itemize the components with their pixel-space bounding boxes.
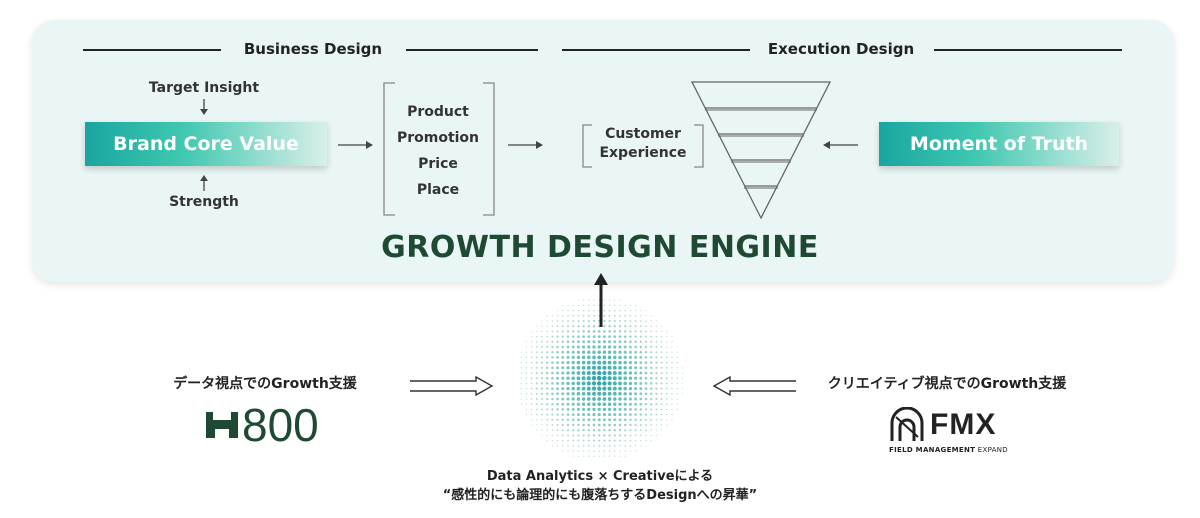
- moment-of-truth-box: Moment of Truth: [879, 122, 1119, 166]
- hollow-arrow-left-icon: [712, 376, 796, 396]
- 800-logo-text: 800: [242, 399, 319, 451]
- brand-core-value-box: Brand Core Value: [85, 122, 327, 166]
- business-design-line-right: [406, 49, 538, 51]
- execution-design-line-left: [562, 49, 750, 51]
- marketing-mix-bracket: [383, 82, 495, 216]
- customer-experience-bracket: [582, 124, 704, 168]
- mix-item-price: Price: [418, 156, 458, 172]
- arrow-up-icon: [200, 175, 208, 191]
- data-support-label: データ視点でのGrowth支援: [173, 376, 357, 392]
- execution-design-line-right: [934, 49, 1122, 51]
- execution-design-title: Execution Design: [767, 40, 915, 58]
- hollow-arrow-right-icon: [410, 376, 494, 396]
- business-design-title: Business Design: [243, 40, 383, 58]
- arrow-left-icon: [823, 141, 858, 149]
- arrow-right-icon: [338, 141, 373, 149]
- fmx-logo-text: FMX: [930, 408, 997, 441]
- mix-item-product: Product: [407, 104, 469, 120]
- customer-experience-line1: Customer: [605, 126, 681, 142]
- arrow-down-icon: [200, 99, 208, 115]
- mix-item-place: Place: [416, 182, 460, 198]
- fmx-sub-light: EXPAND: [975, 446, 1008, 454]
- arrow-up-icon: [594, 273, 608, 327]
- fmx-sub-bold: FIELD MANAGEMENT: [889, 446, 976, 454]
- fmx-logo-subtitle: FIELD MANAGEMENT EXPAND: [889, 446, 1008, 454]
- dot-sphere-graphic: [520, 299, 684, 457]
- 800-logo-icon: [206, 412, 238, 438]
- funnel-icon: [690, 81, 832, 220]
- business-design-line-left: [83, 49, 221, 51]
- mix-item-promotion: Promotion: [396, 130, 480, 146]
- caption-line2: “感性的にも論理的にも腹落ちするDesignへの昇華”: [442, 488, 758, 503]
- target-insight-label: Target Insight: [148, 80, 260, 96]
- arrow-right-icon: [508, 141, 543, 149]
- growth-design-engine-title: GROWTH DESIGN ENGINE: [381, 230, 819, 265]
- strength-label: Strength: [169, 194, 239, 210]
- caption-line1: Data Analytics × Creativeによる: [486, 469, 714, 484]
- customer-experience-line2: Experience: [599, 145, 687, 161]
- fmx-logo-icon: [890, 407, 924, 441]
- creative-support-label: クリエイティブ視点でのGrowth支援: [827, 376, 1067, 392]
